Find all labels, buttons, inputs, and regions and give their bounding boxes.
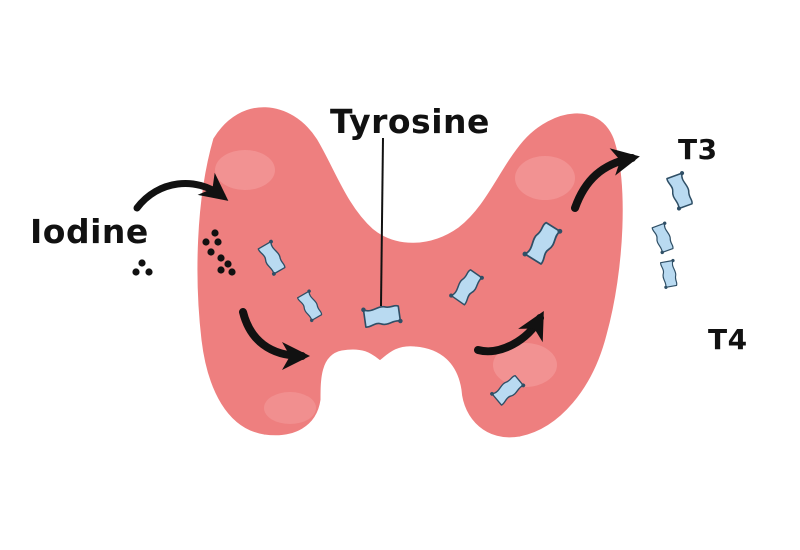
gland-highlight xyxy=(515,156,575,200)
t3-arrow xyxy=(571,148,640,212)
iodine-arrow xyxy=(133,172,229,212)
iodine-dots-inside xyxy=(202,229,236,276)
hormone-molecule xyxy=(650,220,677,256)
t4-label: T4 xyxy=(708,323,748,356)
iodine-label: Iodine xyxy=(30,212,149,251)
hormone-molecule xyxy=(664,169,697,212)
gland-highlight xyxy=(215,150,275,190)
right-lobe-arrow xyxy=(474,310,544,356)
tyrosine-label: Tyrosine xyxy=(330,102,490,141)
iodine-dots-outside xyxy=(132,259,153,276)
hormone-molecule xyxy=(659,258,680,290)
t3-label: T3 xyxy=(678,133,718,166)
gland-highlight xyxy=(493,343,557,387)
gland-highlight xyxy=(264,392,316,424)
left-lobe-arrow xyxy=(239,308,310,370)
tyrosine-pointer-line xyxy=(380,137,384,307)
